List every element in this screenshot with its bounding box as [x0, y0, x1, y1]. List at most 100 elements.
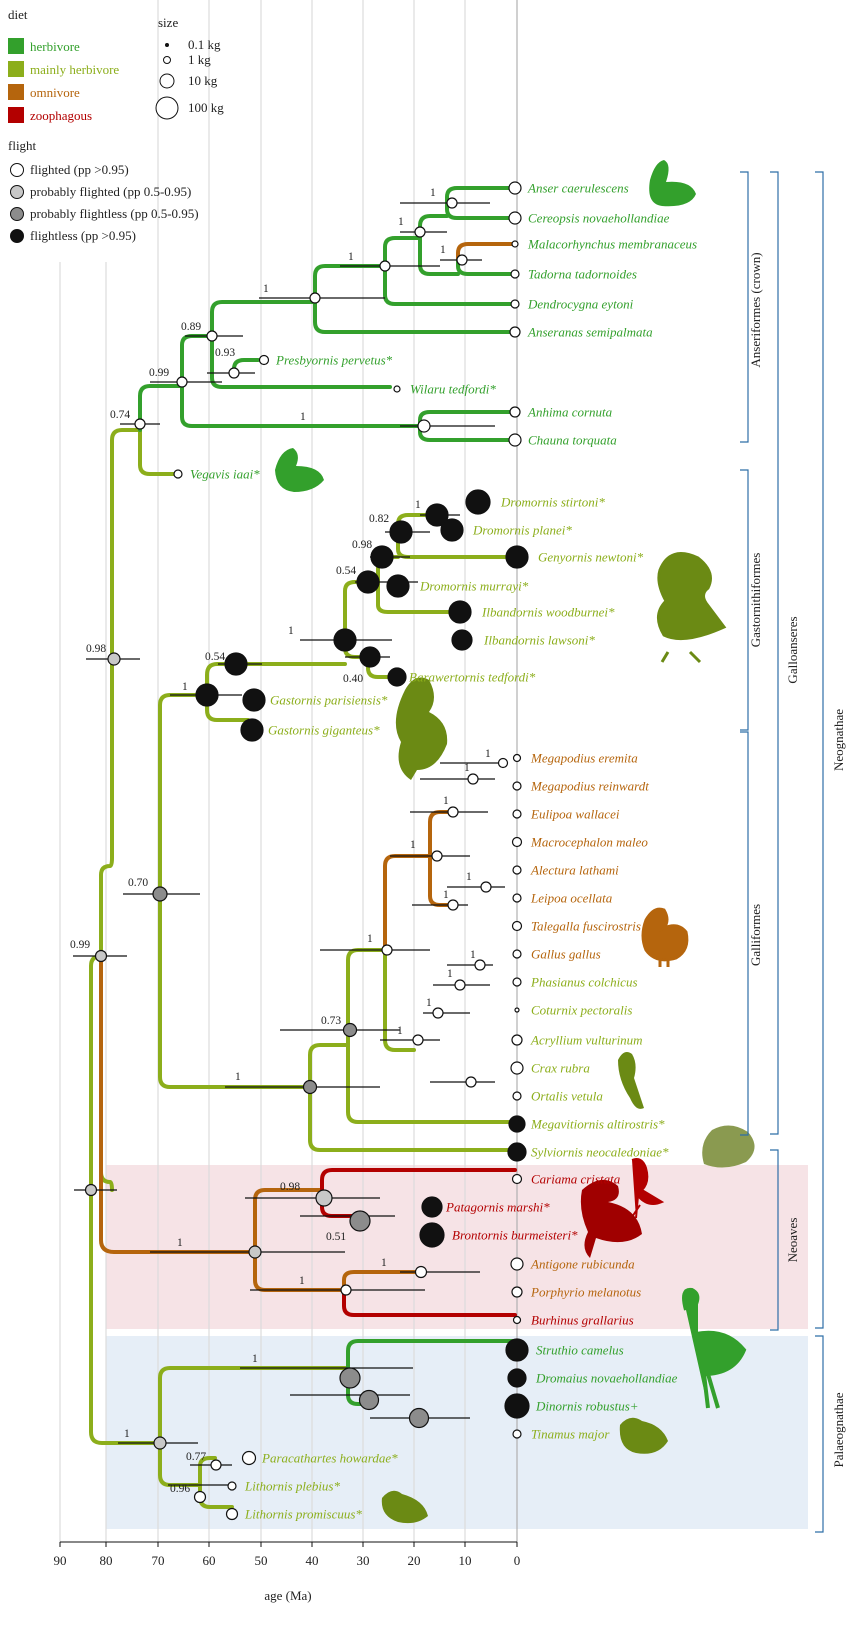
flight-label: probably flighted (pp 0.5-0.95) [30, 184, 191, 199]
diet-swatch-mainly-herbivore [8, 61, 24, 77]
tip-marker [225, 1507, 239, 1521]
tip-marker [510, 1061, 524, 1075]
tip-marker [508, 433, 522, 447]
flight-marker-probably-flighted [10, 185, 24, 199]
taxon-label: Struthio camelus [536, 1343, 624, 1358]
axis-tick-label: 60 [203, 1553, 216, 1568]
taxon-label: Burhinus grallarius [531, 1313, 634, 1328]
support-value: 0.54 [336, 565, 356, 577]
sylviornis-silhouette [702, 1125, 755, 1172]
tip-marker [510, 1257, 524, 1271]
taxon-label: Anseranas semipalmata [527, 325, 653, 340]
tip-marker [505, 545, 529, 569]
clade-label-gastornithiformes: Gastornithiformes [748, 553, 763, 648]
tip-marker [512, 949, 522, 959]
support-value: 1 [464, 762, 470, 774]
taxon-label: Dromaius novaehollandiae [535, 1371, 678, 1386]
size-marker-0-1kg [165, 43, 169, 47]
support-value: 1 [470, 949, 476, 961]
support-value: 1 [288, 625, 294, 637]
tip-marker [227, 1481, 237, 1491]
clade-labels: Anseriformes (crown) Gastornithiformes G… [748, 252, 846, 1467]
tip-marker [448, 600, 472, 624]
taxon-label: Porphyrio melanotus [530, 1285, 641, 1300]
clade-label-neognathae: Neognathae [831, 709, 846, 771]
support-value: 0.82 [369, 513, 389, 525]
support-value: 0.98 [280, 1181, 300, 1193]
taxon-label: Lithornis promiscuus* [244, 1507, 362, 1522]
support-value: 0.99 [149, 367, 169, 379]
taxon-label: Anser caerulescens [527, 181, 629, 196]
legend: diet herbivore mainly herbivore omnivore… [8, 7, 224, 243]
tip-markers [173, 181, 530, 1521]
support-value: 0.98 [352, 539, 372, 551]
axis-tick-label: 40 [306, 1553, 319, 1568]
clade-label-neoaves: Neoaves [785, 1218, 800, 1263]
support-value: 0.77 [186, 1451, 206, 1463]
flight-legend-title: flight [8, 138, 37, 153]
support-value: 1 [300, 411, 306, 423]
support-value: 0.96 [170, 1483, 190, 1495]
tip-marker [241, 1450, 257, 1466]
support-value: 0.70 [128, 877, 148, 889]
taxon-label: Megapodius eremita [530, 751, 638, 766]
tip-marker [386, 574, 410, 598]
tip-marker [465, 489, 491, 515]
clade-label-galliformes: Galliformes [748, 904, 763, 966]
support-value: 0.51 [326, 1231, 346, 1243]
support-value: 1 [485, 748, 491, 760]
axis-tick-label: 20 [408, 1553, 421, 1568]
diet-swatch-zoophagous [8, 107, 24, 123]
node-circles [84, 197, 509, 1504]
taxon-label: Megavitiornis altirostris* [530, 1117, 665, 1132]
support-value: 1 [426, 997, 432, 1009]
taxon-label: Gastornis parisiensis* [270, 693, 388, 708]
diet-legend-title: diet [8, 7, 28, 22]
taxon-label: Ilbandornis lawsoni* [483, 633, 595, 648]
taxon-label: Dinornis robustus+ [535, 1399, 639, 1414]
tip-marker [504, 1393, 530, 1419]
taxon-label: Dromornis stirtoni* [500, 495, 605, 510]
support-value: 0.89 [181, 321, 201, 333]
tip-marker [512, 893, 522, 903]
support-value: 1 [443, 795, 449, 807]
flight-marker-flightless [10, 229, 24, 243]
support-value: 1 [124, 1428, 130, 1440]
tip-marker [419, 1222, 445, 1248]
taxon-label: Leipoa ocellata [530, 891, 613, 906]
ostrich-silhouette [682, 1287, 747, 1409]
tip-marker [451, 629, 473, 651]
taxon-label: Dromornis murrayi* [419, 579, 529, 594]
support-value: 1 [177, 1237, 183, 1249]
tip-marker [507, 1142, 527, 1162]
support-value: 1 [182, 681, 188, 693]
support-value: 1 [252, 1353, 258, 1365]
tip-marker [511, 1034, 523, 1046]
taxon-label: Phasianus colchicus [530, 975, 638, 990]
guan-silhouette [618, 1052, 644, 1109]
flight-label: flightless (pp >0.95) [30, 228, 136, 243]
neoaves-band [106, 1165, 808, 1329]
support-value: 1 [299, 1275, 305, 1287]
taxon-label: Talegalla fuscirostris [531, 919, 641, 934]
tip-marker [512, 1315, 522, 1325]
flight-marker-probably-flightless [10, 207, 24, 221]
support-value: 1 [397, 1025, 403, 1037]
lithornis-silhouette [381, 1490, 428, 1524]
goose-silhouette [649, 160, 696, 207]
support-value: 1 [381, 1257, 387, 1269]
flight-label: flighted (pp >0.95) [30, 162, 129, 177]
taxon-label: Paracathartes howardae* [261, 1451, 398, 1466]
axis-tick-label: 30 [357, 1553, 370, 1568]
taxon-label: Sylviornis neocaledoniae* [531, 1145, 669, 1160]
axis-tick-label: 70 [152, 1553, 165, 1568]
support-value: 0.54 [205, 651, 225, 663]
support-value: 1 [348, 251, 354, 263]
bird-silhouettes [275, 160, 755, 1524]
tip-marker [512, 977, 522, 987]
support-values: 1 1 1 1 1 0.89 0.93 0.99 1 0.74 0.98 1 0… [70, 187, 491, 1495]
tip-marker [512, 781, 522, 791]
support-value: 1 [443, 889, 449, 901]
taxon-label: Vegavis iaai* [190, 467, 260, 482]
